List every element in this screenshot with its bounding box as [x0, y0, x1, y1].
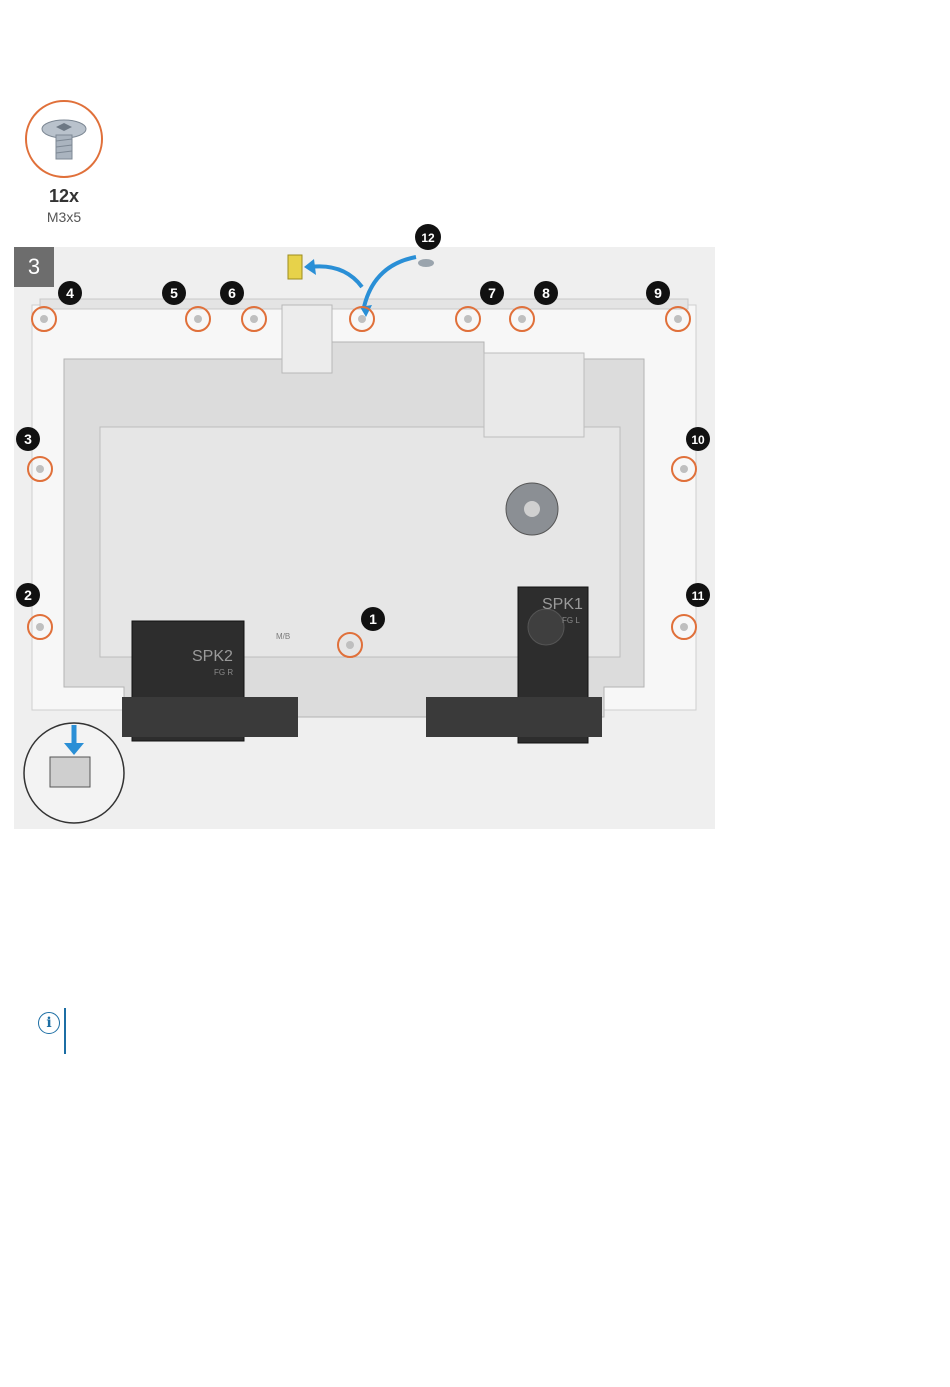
- callout-8: 8: [542, 285, 550, 301]
- assembly-figure: SPK2 SPK1 FG R FG L M/B 1 2 3 4 5 6 7 8 …: [14, 247, 715, 829]
- callout-12-badge: 12: [413, 222, 443, 252]
- callout-11: 11: [692, 589, 705, 603]
- callout-2: 2: [24, 587, 32, 603]
- speaker-label-fgr: FG R: [214, 668, 233, 677]
- note-accent-bar: [64, 1008, 66, 1054]
- assembly-drawing: SPK2 SPK1 FG R FG L M/B 1 2 3 4 5 6 7 8 …: [14, 247, 715, 829]
- callout-10: 10: [691, 433, 705, 447]
- speaker-label-spk2: SPK2: [192, 648, 233, 665]
- screw-count: 12x: [24, 186, 104, 207]
- callout-9: 9: [654, 285, 662, 301]
- speaker-label-spk1: SPK1: [542, 596, 583, 613]
- callout-3: 3: [24, 431, 32, 447]
- screw-callout: 12x M3x5: [24, 100, 104, 225]
- note-callout: i: [38, 1008, 78, 1054]
- callout-12: 12: [421, 231, 435, 245]
- callout-4: 4: [66, 285, 74, 301]
- board-label-mb: M/B: [276, 632, 290, 641]
- info-icon: i: [38, 1012, 60, 1034]
- callout-6: 6: [228, 285, 236, 301]
- callout-1: 1: [369, 611, 377, 627]
- callout-7: 7: [488, 285, 496, 301]
- speaker-label-fgl: FG L: [562, 616, 580, 625]
- step-number-badge: 3: [14, 247, 54, 287]
- screw-size: M3x5: [24, 209, 104, 225]
- screw-icon: [36, 111, 92, 167]
- screw-image: [25, 100, 103, 178]
- callout-5: 5: [170, 285, 178, 301]
